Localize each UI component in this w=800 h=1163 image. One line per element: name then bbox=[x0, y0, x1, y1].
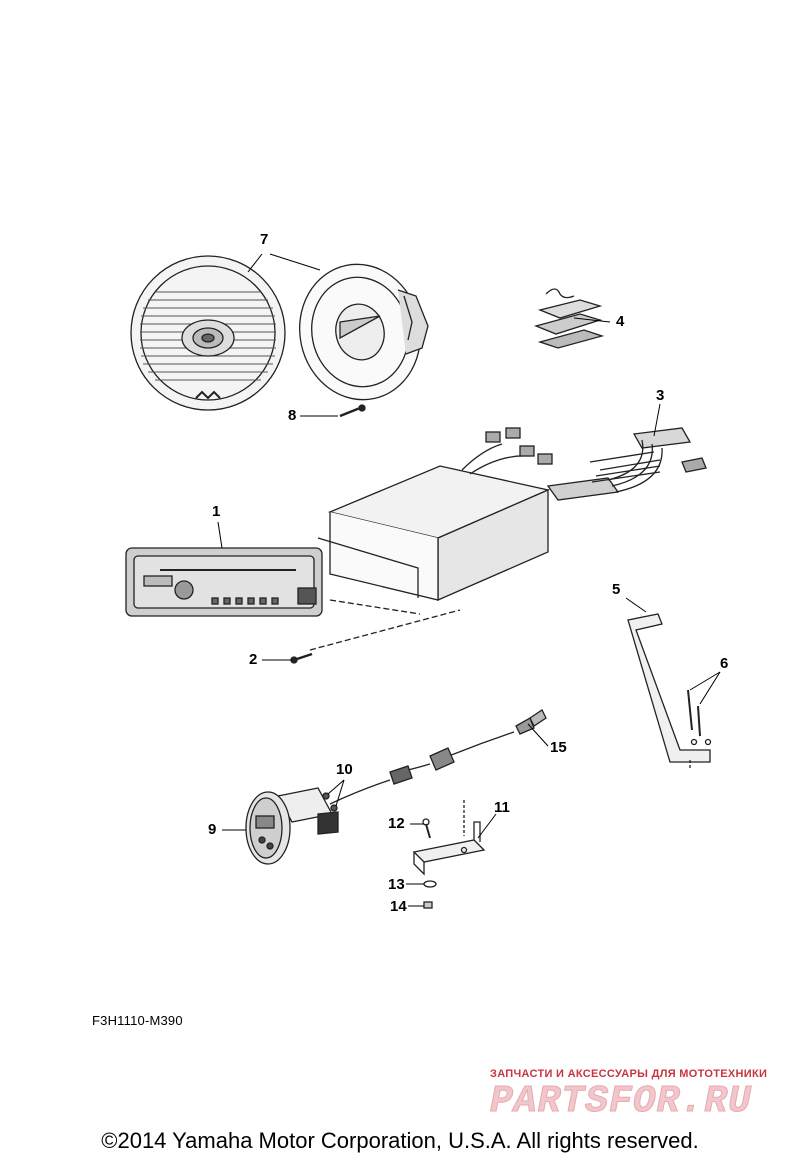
callout-4: 4 bbox=[616, 313, 625, 330]
remote-control bbox=[245, 787, 339, 865]
mount-bracket-11 bbox=[412, 800, 486, 876]
callout-6: 6 bbox=[720, 655, 729, 672]
screw-8 bbox=[339, 404, 366, 418]
copyright-notice: ©2014 Yamaha Motor Corporation, U.S.A. A… bbox=[101, 1128, 699, 1153]
wire-connector-4 bbox=[533, 288, 605, 349]
watermark-logo: PARTSFOR.RU bbox=[490, 1080, 752, 1123]
figure-code: F3H1110-M390 bbox=[92, 1013, 183, 1028]
callout-1: 1 bbox=[212, 503, 221, 520]
wiring-harness-3 bbox=[546, 427, 707, 501]
callout-8: 8 bbox=[288, 407, 297, 424]
callout-14: 14 bbox=[390, 898, 407, 915]
screw-12 bbox=[422, 818, 431, 839]
callout-11: 11 bbox=[494, 799, 510, 816]
stereo-head-unit bbox=[125, 547, 323, 617]
screws-10 bbox=[322, 792, 338, 812]
usb-cable bbox=[329, 709, 547, 805]
speaker-driver bbox=[298, 263, 429, 401]
callout-7: 7 bbox=[260, 231, 269, 248]
speaker-grille bbox=[130, 255, 286, 411]
callout-9: 9 bbox=[208, 821, 217, 838]
screw-2 bbox=[290, 652, 313, 664]
stereo-chassis bbox=[309, 427, 553, 651]
washer-13 bbox=[423, 880, 437, 888]
callout-15: 15 bbox=[550, 739, 567, 756]
mounting-bracket bbox=[627, 613, 712, 770]
callout-10: 10 bbox=[336, 761, 353, 778]
screws-6 bbox=[687, 689, 701, 737]
callout-5: 5 bbox=[612, 581, 621, 598]
callout-12: 12 bbox=[388, 815, 405, 832]
nut-14 bbox=[423, 901, 433, 909]
watermark-tagline: ЗАПЧАСТИ И АКСЕССУАРЫ ДЛЯ МОТОТЕХНИКИ bbox=[490, 1068, 768, 1080]
callout-3: 3 bbox=[656, 387, 665, 404]
callout-2: 2 bbox=[249, 651, 258, 668]
callout-13: 13 bbox=[388, 876, 405, 893]
